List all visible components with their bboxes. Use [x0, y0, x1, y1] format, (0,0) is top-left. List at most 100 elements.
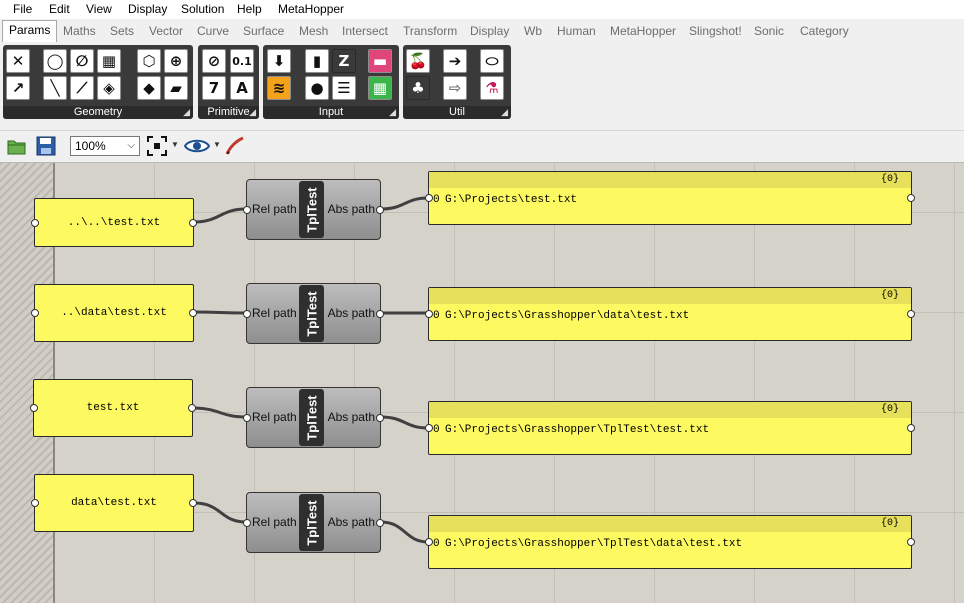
output-grip[interactable]: [907, 424, 915, 432]
preview-eye-icon[interactable]: [184, 135, 210, 157]
vector-icon[interactable]: ↗: [6, 76, 30, 100]
util-caption[interactable]: Util◢: [403, 106, 511, 119]
menu-metahopper[interactable]: MetaHopper: [278, 2, 345, 16]
graph-icon[interactable]: ≋: [267, 76, 291, 100]
tab-params[interactable]: Params: [2, 20, 58, 42]
tpltest-component[interactable]: Rel path TplTest Abs path: [243, 387, 384, 448]
tab-human[interactable]: Human: [557, 24, 596, 38]
tab-wb[interactable]: Wb: [524, 24, 542, 38]
text-param[interactable]: data\test.txt: [31, 474, 197, 532]
geometry-caption[interactable]: Geometry◢: [3, 106, 193, 119]
save-file-icon[interactable]: [35, 135, 57, 157]
tab-category[interactable]: Category: [800, 24, 849, 38]
tab-vector[interactable]: Vector: [149, 24, 184, 38]
input-grip[interactable]: [31, 499, 39, 507]
mesh-icon[interactable]: ◈: [97, 76, 121, 100]
panel-node[interactable]: {0} 0 G:\Projects\test.txt: [425, 171, 915, 225]
download-icon[interactable]: ⬇: [267, 49, 291, 73]
menu-help[interactable]: Help: [237, 2, 262, 16]
arrow-right-icon[interactable]: ➔: [443, 49, 467, 73]
menu-solution[interactable]: Solution: [181, 2, 225, 16]
output-grip[interactable]: [189, 499, 197, 507]
output-grip[interactable]: [376, 519, 384, 527]
text-icon[interactable]: A: [230, 76, 254, 100]
input-caption[interactable]: Input◢: [263, 106, 399, 119]
zoom-extents-icon[interactable]: [146, 135, 168, 157]
input-grip[interactable]: [425, 538, 433, 546]
plane-icon[interactable]: ⟋: [70, 76, 94, 100]
output-grip[interactable]: [907, 310, 915, 318]
tpltest-component[interactable]: Rel path TplTest Abs path: [243, 283, 384, 344]
boolean-icon[interactable]: ⊘: [202, 49, 226, 73]
integer-icon[interactable]: 7: [202, 76, 226, 100]
text-param[interactable]: ..\data\test.txt: [31, 284, 197, 342]
chevron-down-icon[interactable]: ▼: [213, 140, 221, 149]
text-param[interactable]: ..\..\test.txt: [31, 198, 197, 247]
output-grip[interactable]: [376, 310, 384, 318]
output-grip[interactable]: [376, 206, 384, 214]
line-icon[interactable]: ╲: [43, 76, 67, 100]
tab-transform[interactable]: Transform: [403, 24, 458, 38]
output-grip[interactable]: [188, 404, 196, 412]
cone-icon[interactable]: ◆: [137, 76, 161, 100]
tpltest-component[interactable]: Rel path TplTest Abs path: [243, 492, 384, 553]
menu-edit[interactable]: Edit: [49, 2, 70, 16]
tab-curve[interactable]: Curve: [197, 24, 230, 38]
arrow-outline-icon[interactable]: ⇨: [443, 76, 467, 100]
panel-node[interactable]: {0} 0 G:\Projects\Grasshopper\data\test.…: [425, 287, 915, 341]
tab-metahopper[interactable]: MetaHopper: [610, 24, 677, 38]
gradient-icon[interactable]: ▬: [368, 49, 392, 73]
output-grip[interactable]: [376, 414, 384, 422]
curve-icon[interactable]: ∅: [70, 49, 94, 73]
circle-icon[interactable]: ◯: [43, 49, 67, 73]
input-grip[interactable]: [425, 424, 433, 432]
menu-file[interactable]: File: [13, 2, 33, 16]
input-grip[interactable]: [425, 194, 433, 202]
text-param[interactable]: test.txt: [30, 379, 196, 437]
tab-mesh[interactable]: Mesh: [299, 24, 329, 38]
input-grip[interactable]: [30, 404, 38, 412]
slider-icon[interactable]: Z: [332, 49, 356, 73]
colour-swatch-icon[interactable]: ▦: [368, 76, 392, 100]
toggle-icon[interactable]: ▮: [305, 49, 329, 73]
number-icon[interactable]: 0.1: [230, 49, 254, 73]
primitive-caption[interactable]: Primitive◢: [198, 106, 259, 119]
tree-icon[interactable]: ♣: [406, 76, 430, 100]
menu-display[interactable]: Display: [128, 2, 168, 16]
chevron-down-icon[interactable]: ▼: [171, 140, 179, 149]
input-grip[interactable]: [243, 414, 251, 422]
input-grip[interactable]: [243, 206, 251, 214]
surface-icon[interactable]: ⊕: [164, 49, 188, 73]
input-grip[interactable]: [425, 310, 433, 318]
pill-icon[interactable]: ⬭: [480, 49, 504, 73]
brep-icon[interactable]: ⬡: [137, 49, 161, 73]
tab-surface[interactable]: Surface: [243, 24, 285, 38]
sketch-brush-icon[interactable]: [224, 135, 246, 157]
input-grip[interactable]: [243, 310, 251, 318]
output-grip[interactable]: [189, 309, 197, 317]
menu-view[interactable]: View: [86, 2, 112, 16]
tab-slingshot[interactable]: Slingshot!: [689, 24, 742, 38]
grasshopper-canvas[interactable]: ..\..\test.txt Rel path TplTest Abs path…: [0, 163, 964, 603]
tab-sets[interactable]: Sets: [110, 24, 135, 38]
flask-icon[interactable]: ⚗: [480, 76, 504, 100]
output-grip[interactable]: [189, 218, 197, 227]
zoom-select[interactable]: 100%⌵: [70, 136, 140, 156]
input-grip[interactable]: [31, 218, 39, 227]
point-icon[interactable]: ✕: [6, 49, 30, 73]
cherry-icon[interactable]: 🍒: [406, 49, 430, 73]
tab-intersect[interactable]: Intersect: [342, 24, 389, 38]
tab-display[interactable]: Display: [470, 24, 510, 38]
input-grip[interactable]: [243, 519, 251, 527]
box-icon[interactable]: ▦: [97, 49, 121, 73]
tpltest-component[interactable]: Rel path TplTest Abs path: [243, 179, 384, 240]
tab-sonic[interactable]: Sonic: [754, 24, 785, 38]
button-icon[interactable]: ●: [305, 76, 329, 100]
value-list-icon[interactable]: ☰: [332, 76, 356, 100]
input-grip[interactable]: [31, 309, 39, 317]
field-icon[interactable]: ▰: [164, 76, 188, 100]
output-grip[interactable]: [907, 538, 915, 546]
panel-node[interactable]: {0} 0 G:\Projects\Grasshopper\TplTest\te…: [425, 401, 915, 455]
tab-maths[interactable]: Maths: [63, 24, 96, 38]
output-grip[interactable]: [907, 194, 915, 202]
